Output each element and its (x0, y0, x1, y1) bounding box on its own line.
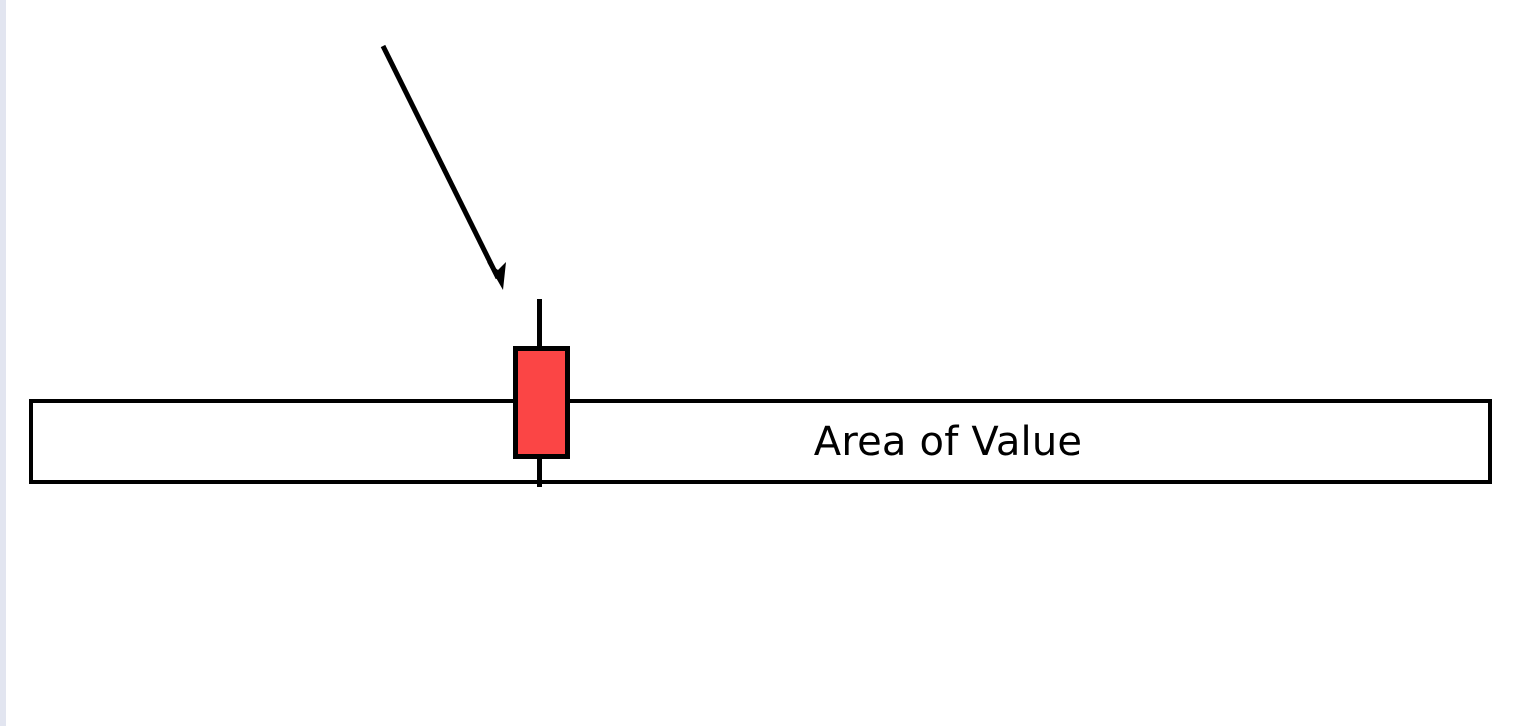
left-edge-strip (0, 0, 6, 726)
annotation-arrow (380, 44, 506, 290)
candlestick-body (513, 346, 570, 459)
annotation-arrow-head (487, 262, 506, 290)
annotation-arrow-shaft (380, 44, 501, 280)
area-of-value-box (29, 399, 1492, 484)
candlestick (513, 299, 570, 487)
area-of-value-label: Area of Value (813, 419, 1083, 465)
